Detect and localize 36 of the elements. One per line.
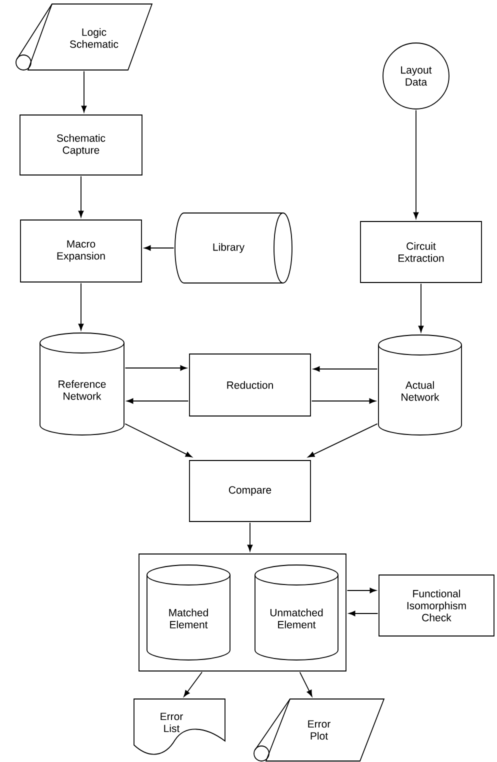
horizontal-cylinder: Library: [174, 212, 292, 284]
arrow: [78, 282, 84, 330]
process-box: Circuit Extraction: [360, 221, 482, 283]
node-label: Actual Network: [402, 381, 440, 401]
scroll-sheet: Error Plot: [254, 698, 385, 762]
cylinder: Unmatched Element: [254, 564, 338, 660]
arrow: [81, 70, 87, 112]
arrow: [184, 672, 202, 697]
cylinder: Actual Network: [378, 334, 462, 436]
node-label: Library: [213, 243, 245, 253]
arrow: [348, 610, 378, 616]
arrow: [308, 423, 378, 458]
arrow: [247, 522, 253, 552]
arrow: [346, 588, 376, 594]
arrow: [413, 110, 419, 219]
arrow: [124, 423, 192, 458]
node-label: Unmatched Element: [270, 608, 323, 628]
cylinder: Reference Network: [40, 332, 124, 436]
scroll-sheet: Logic Schematic: [16, 4, 153, 70]
arrow: [124, 365, 187, 371]
process-box: Functional Isomorphism Check: [378, 574, 494, 636]
arrow: [311, 398, 376, 404]
arrow: [78, 176, 84, 218]
node-label: Matched Element: [169, 608, 208, 628]
arrow: [126, 398, 189, 404]
process-box: Reduction: [189, 354, 311, 416]
arrow: [144, 245, 174, 251]
process-box: Macro Expansion: [20, 220, 142, 282]
arrow: [299, 672, 312, 697]
process-box: Compare: [189, 460, 311, 522]
container-box: [138, 554, 346, 672]
process-box: Schematic Capture: [20, 114, 142, 176]
cylinder: Matched Element: [146, 564, 230, 660]
node-label: Reference Network: [58, 380, 106, 400]
arrow: [313, 366, 378, 372]
arrow: [418, 283, 424, 332]
